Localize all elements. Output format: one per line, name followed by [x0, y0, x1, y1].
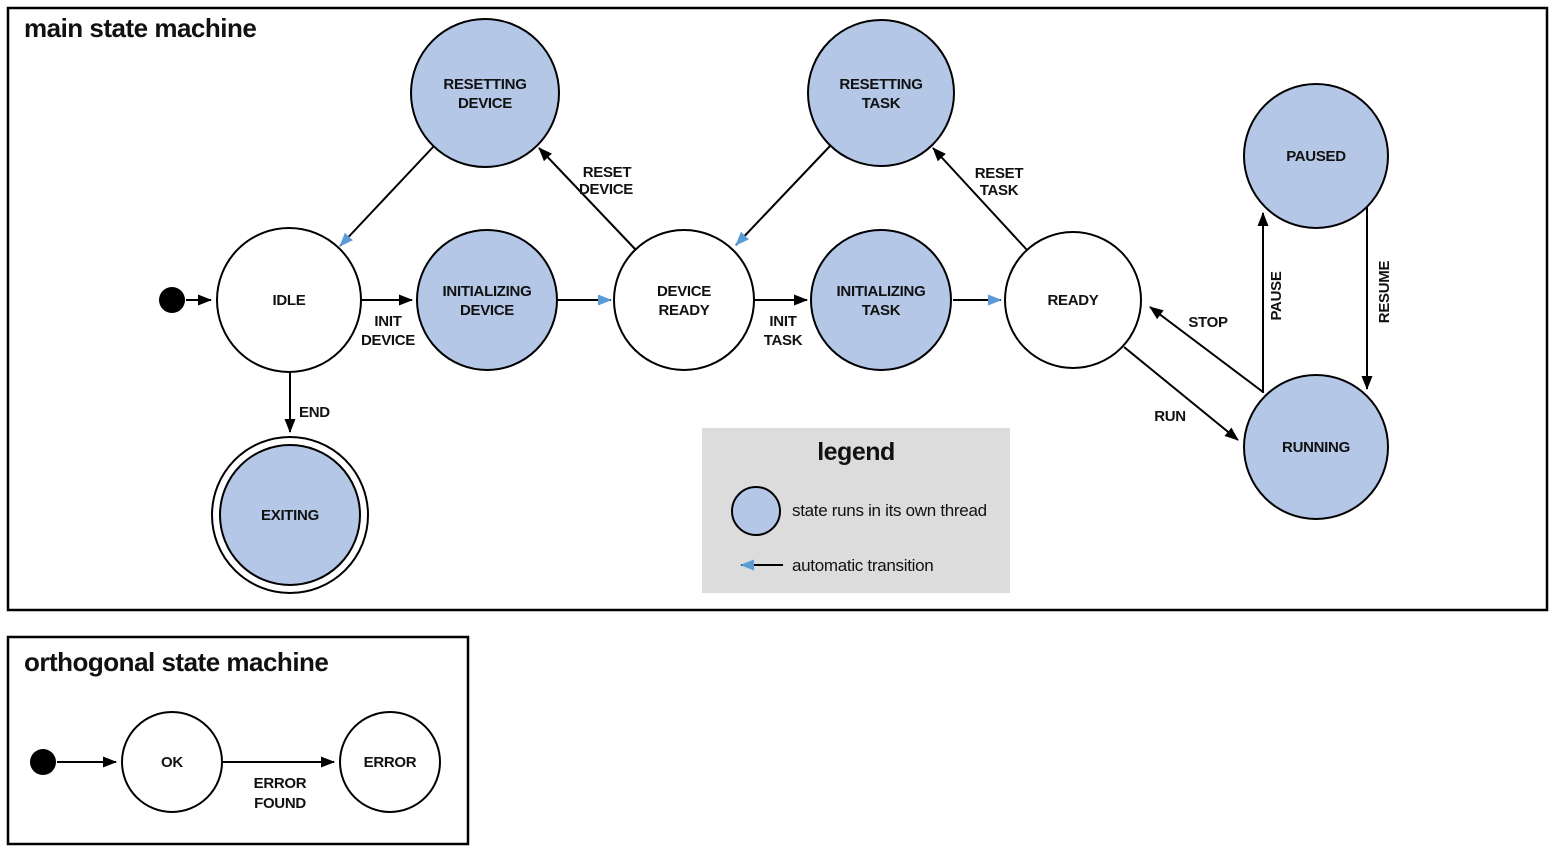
- transition-run-arrow: [1123, 346, 1239, 441]
- state-error: [339, 711, 441, 813]
- transition-reset-task-label-line1: RESET: [975, 165, 1024, 182]
- transition-run-label: RUN: [1154, 408, 1186, 425]
- state-device-ready-label-line2: READY: [658, 302, 709, 319]
- state-ok: [121, 711, 223, 813]
- state-initializing-task-label-line1: INITIALIZING: [837, 283, 926, 300]
- state-resetting-task-label-line1: RESETTING: [839, 76, 922, 93]
- transition-reset-device-label-line2: DEVICE: [579, 181, 633, 198]
- state-initializing-task-label-line2: TASK: [862, 302, 901, 319]
- state-initializing-device-label-line1: INITIALIZING: [443, 283, 532, 300]
- state-resetting-device-label-line2: DEVICE: [458, 95, 512, 112]
- legend-title: legend: [817, 438, 895, 466]
- transition-stop-arrow: [1149, 306, 1264, 393]
- state-exiting: [219, 444, 361, 586]
- transition-init-task-label-line1: INIT: [769, 313, 796, 330]
- legend: legend state runs in its own thread auto…: [702, 428, 1010, 593]
- state-ready: [1004, 231, 1142, 369]
- state-initializing-task: [810, 229, 952, 371]
- state-initializing-device: [416, 229, 558, 371]
- transition-end-label: END: [299, 404, 330, 421]
- main-state-machine: main state machine INIT DEVICE END RESET…: [6, 6, 1549, 612]
- legend-thread-state-icon: [731, 486, 781, 536]
- state-resetting-task: [807, 19, 955, 167]
- orthogonal-state-machine-title: orthogonal state machine: [24, 647, 328, 677]
- state-resetting-device: [410, 18, 560, 168]
- transition-pause-label: PAUSE: [1268, 271, 1285, 320]
- state-ready-label: READY: [1047, 292, 1098, 309]
- main-state-machine-container: [6, 6, 1549, 612]
- transition-error-found-label-line1: ERROR: [254, 775, 307, 792]
- transition-reset-task-arrow: [932, 147, 1028, 251]
- state-device-ready-label-line1: DEVICE: [657, 283, 711, 300]
- state-resetting-device-label-line1: RESETTING: [443, 76, 526, 93]
- legend-thread-state-label: state runs in its own thread: [792, 501, 987, 520]
- transition-init-device-label-line2: DEVICE: [361, 332, 415, 349]
- transition-resetting-device-to-idle-arrow: [339, 145, 435, 247]
- state-idle-label: IDLE: [273, 292, 306, 309]
- main-state-machine-title: main state machine: [24, 13, 256, 43]
- initial-state-dot: [159, 287, 185, 313]
- transition-stop-label: STOP: [1188, 314, 1228, 331]
- transition-resume-label: RESUME: [1376, 261, 1393, 324]
- state-ok-label: OK: [161, 754, 183, 771]
- transition-reset-device-label-line1: RESET: [583, 164, 632, 181]
- state-running: [1243, 374, 1389, 520]
- orthogonal-initial-state-dot: [30, 749, 56, 775]
- transition-error-found-label-line2: FOUND: [254, 795, 306, 812]
- transition-init-task-label-line2: TASK: [764, 332, 803, 349]
- transition-reset-task-label-line2: TASK: [980, 182, 1019, 199]
- state-device-ready: [613, 229, 755, 371]
- state-resetting-task-label-line2: TASK: [862, 95, 901, 112]
- transition-reset-device-arrow: [538, 147, 636, 250]
- orthogonal-state-machine-container: [6, 635, 470, 846]
- state-idle: [216, 227, 362, 373]
- state-running-label: RUNNING: [1282, 439, 1350, 456]
- state-error-label: ERROR: [364, 754, 417, 771]
- state-initializing-device-label-line2: DEVICE: [460, 302, 514, 319]
- transition-init-device-label-line1: INIT: [374, 313, 401, 330]
- state-paused: [1243, 83, 1389, 229]
- transition-resetting-task-to-device-ready-arrow: [735, 145, 831, 246]
- legend-auto-transition-label: automatic transition: [792, 556, 933, 575]
- orthogonal-state-machine: orthogonal state machine OK ERROR FOUND …: [6, 635, 470, 846]
- state-paused-label: PAUSED: [1286, 148, 1346, 165]
- state-exiting-label: EXITING: [261, 507, 319, 524]
